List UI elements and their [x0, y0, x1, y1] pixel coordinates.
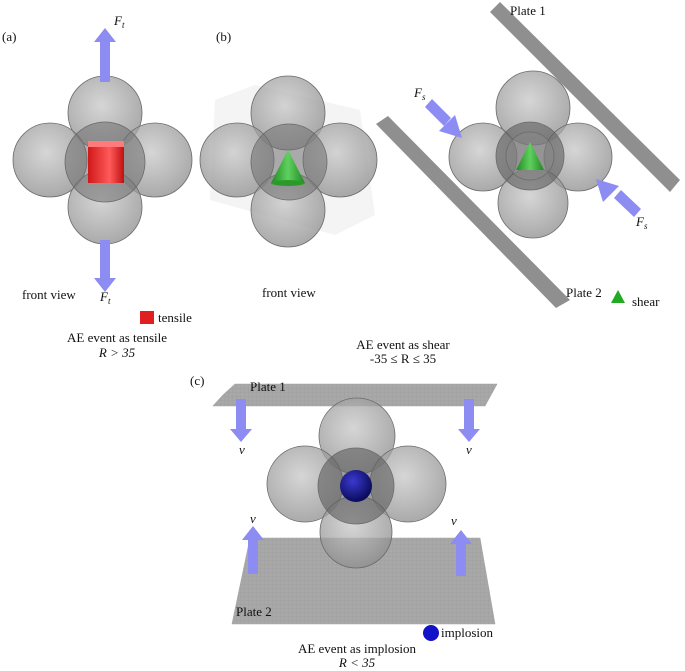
plate-2-label-c: Plate 2: [236, 604, 272, 619]
caption-a: AE event as tensile: [67, 330, 167, 345]
plate-2: [376, 116, 570, 308]
velocity-label-bottom-left: v: [250, 511, 256, 526]
shear-legend-icon: [611, 290, 625, 303]
velocity-label-top-right: v: [466, 442, 472, 457]
force-label-top: Ft: [114, 13, 125, 30]
view-label-b: front view: [262, 285, 316, 300]
velocity-arrow-bottom-right: [450, 530, 472, 576]
particle-cluster-c: [266, 397, 447, 569]
force-label-bottom: Ft: [100, 289, 111, 306]
implosion-sphere: [340, 470, 372, 502]
caption-b: AE event as shear: [356, 337, 450, 352]
velocity-arrow-top-left: [230, 399, 252, 442]
implosion-legend-label: implosion: [441, 625, 494, 640]
tensile-cube: [88, 141, 124, 183]
plate-2-label-b: Plate 2: [566, 285, 602, 300]
shear-arrow-upper: [425, 99, 462, 138]
panel-c: [212, 383, 498, 641]
condition-a: R > 35: [98, 345, 136, 360]
tensile-legend-icon: [140, 311, 154, 324]
velocity-label-bottom-right: v: [451, 513, 457, 528]
shear-arrow-lower: [596, 179, 641, 217]
panel-b-front: [199, 75, 378, 248]
caption-c: AE event as implosion: [297, 641, 417, 656]
shear-cone-front: [271, 150, 305, 186]
plate-1-label-c: Plate 1: [250, 379, 286, 394]
velocity-label-top-left: v: [239, 442, 245, 457]
condition-c: R < 35: [338, 655, 376, 670]
force-arrow-down: [94, 240, 116, 292]
shear-cone-3d: [516, 142, 544, 170]
implosion-legend-icon: [423, 625, 439, 641]
condition-b: -35 ≤ R ≤ 35: [369, 351, 437, 366]
shear-force-label-lower: Fs: [636, 214, 648, 231]
panel-b-3d: [376, 2, 680, 308]
particle-cluster-b3d: [448, 70, 613, 239]
plate-2-c: [231, 537, 496, 625]
particle-cluster-a: [12, 75, 193, 245]
plate-1: [490, 2, 680, 192]
view-label-a: front view: [22, 287, 76, 302]
panel-a-tag: (a): [2, 29, 17, 44]
plate-1-label-b: Plate 1: [510, 3, 546, 18]
force-arrow-up: [94, 28, 116, 82]
shear-force-label-upper: Fs: [414, 85, 426, 102]
plate-1-c: [212, 383, 498, 407]
velocity-arrow-bottom-left: [242, 526, 264, 574]
shear-legend-label: shear: [632, 294, 660, 309]
panel-b-tag: (b): [216, 29, 232, 44]
tensile-legend-label: tensile: [158, 310, 192, 325]
panel-c-tag: (c): [190, 373, 205, 388]
panel-a: [12, 28, 193, 292]
velocity-arrow-top-right: [458, 399, 480, 442]
